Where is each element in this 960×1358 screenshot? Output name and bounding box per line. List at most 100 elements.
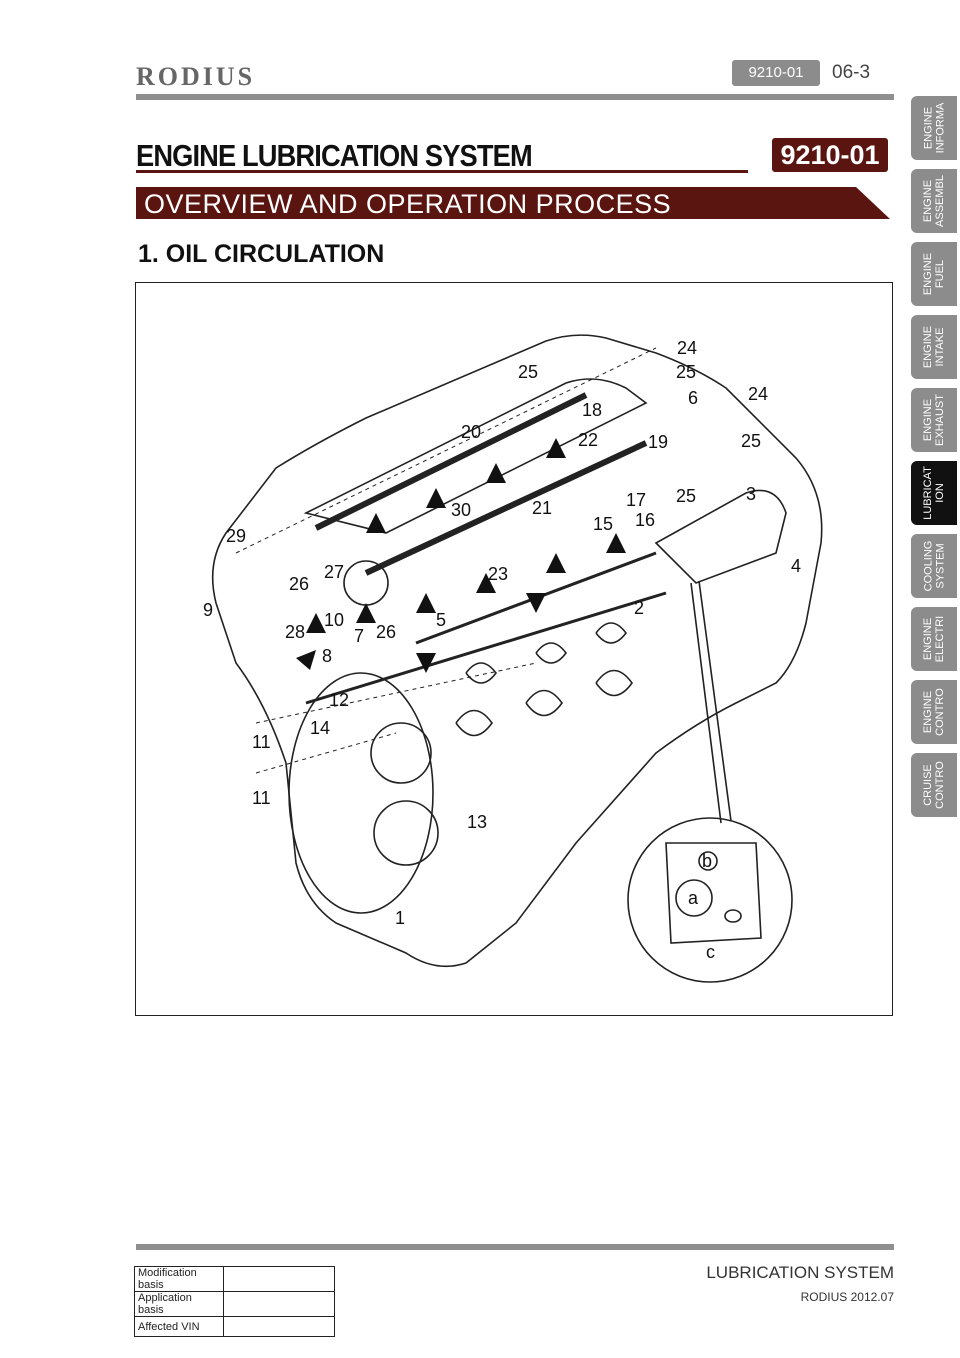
tab-engine-information[interactable]: ENGINE INFORMA — [911, 96, 957, 160]
callout-b: b — [702, 851, 713, 871]
table-value — [223, 1316, 335, 1337]
callout-19: 19 — [648, 432, 669, 452]
block-outline — [211, 334, 823, 968]
tab-label: CRUISE CONTRO — [922, 761, 947, 809]
callout-28: 28 — [285, 622, 306, 642]
title-code-badge: 9210-01 — [772, 138, 888, 172]
callout-10: 10 — [324, 610, 345, 630]
callout-8: 8 — [322, 646, 333, 666]
tab-label: ENGINE ASSEMBL — [922, 175, 946, 227]
crank-throw-4 — [455, 709, 493, 737]
tab-label: ENGINE FUEL — [922, 252, 946, 296]
pulley-1 — [370, 722, 432, 784]
leader-dash-3 — [255, 732, 397, 774]
callout-27: 27 — [324, 562, 345, 582]
callout-14: 14 — [310, 718, 331, 738]
tab-label: ENGINE INFORMA — [922, 102, 947, 154]
callout-3: 3 — [746, 484, 757, 504]
table-row: Application basis — [134, 1291, 335, 1317]
tab-engine-assembly[interactable]: ENGINE ASSEMBL — [911, 169, 957, 233]
tab-label: COOLING SYSTEM — [922, 540, 947, 592]
oil-circulation-figure: 24 25 25 6 24 20 18 22 19 25 25 30 21 17… — [135, 282, 893, 1016]
callout-25b: 25 — [676, 362, 697, 382]
table-label: Application basis — [134, 1291, 224, 1317]
callout-a: a — [688, 888, 699, 908]
oil-flow-arrows — [296, 438, 626, 673]
table-row: Modification basis — [134, 1266, 335, 1292]
detail-port-c — [724, 909, 742, 923]
callout-11a: 11 — [252, 732, 271, 752]
leader-dash-2 — [255, 662, 537, 724]
cam-cover-upper — [303, 378, 648, 534]
section-code-badge: 9210-01 — [732, 60, 820, 86]
section-banner: OVERVIEW AND OPERATION PROCESS — [136, 187, 890, 219]
tab-cruise-control[interactable]: CRUISE CONTRO — [911, 753, 957, 817]
tab-label: ENGINE CONTRO — [922, 688, 947, 736]
tab-lubrication[interactable]: LUBRICAT ION — [911, 461, 957, 525]
callout-20: 20 — [461, 422, 482, 442]
callout-c: c — [706, 942, 715, 962]
callout-25c: 25 — [741, 431, 762, 451]
callout-21: 21 — [532, 498, 553, 518]
engine-illustration — [211, 334, 823, 983]
page-title: ENGINE LUBRICATION SYSTEM — [136, 138, 533, 173]
detail-port-a — [675, 879, 713, 917]
crank-throw-3 — [595, 622, 628, 644]
tab-label: ENGINE ELECTRI — [922, 615, 946, 663]
tab-engine-intake[interactable]: ENGINE INTAKE — [911, 315, 957, 379]
footer-title: LUBRICATION SYSTEM — [706, 1263, 894, 1282]
table-label: Affected VIN — [134, 1316, 224, 1337]
detail-plate — [665, 842, 762, 944]
timing-cover — [288, 672, 434, 914]
footer-divider — [136, 1244, 894, 1250]
callout-6: 6 — [688, 388, 699, 408]
callout-29: 29 — [226, 526, 247, 546]
callout-24b: 24 — [748, 384, 769, 404]
callout-11b: 11 — [252, 788, 271, 808]
callout-1: 1 — [395, 908, 406, 928]
callout-26b: 26 — [376, 622, 397, 642]
tab-cooling-system[interactable]: COOLING SYSTEM — [911, 534, 957, 598]
callout-17: 17 — [626, 490, 647, 510]
detail-port-b — [698, 851, 718, 871]
table-value — [223, 1266, 335, 1292]
table-value — [223, 1291, 335, 1317]
brand-logo: RODIUS — [136, 62, 256, 91]
tab-label: LUBRICAT ION — [922, 466, 946, 520]
pulley-2 — [373, 800, 439, 866]
page-number: 06-3 — [832, 62, 871, 83]
sprocket — [343, 560, 389, 606]
callout-2: 2 — [634, 598, 645, 618]
detail-circle — [627, 817, 793, 983]
callout-5: 5 — [436, 610, 447, 630]
callout-12: 12 — [329, 690, 350, 710]
crank-throw-5 — [525, 689, 563, 717]
tab-engine-electrical[interactable]: ENGINE ELECTRI — [911, 607, 957, 671]
header-divider — [136, 94, 894, 100]
crank-throw-2 — [535, 642, 568, 664]
callout-26a: 26 — [289, 574, 310, 594]
section-title: OVERVIEW AND OPERATION PROCESS — [144, 189, 672, 219]
callout-25d: 25 — [676, 486, 697, 506]
callout-22: 22 — [578, 430, 599, 450]
table-label: Modification basis — [134, 1266, 224, 1292]
detail-leader-b — [698, 580, 732, 822]
leader-dash-1 — [235, 347, 657, 554]
tab-engine-control[interactable]: ENGINE CONTRO — [911, 680, 957, 744]
callout-25a: 25 — [518, 362, 539, 382]
camshaft-lower — [364, 440, 648, 576]
callout-24a: 24 — [677, 338, 698, 358]
tab-engine-fuel[interactable]: ENGINE FUEL — [911, 242, 957, 306]
crank-throw-6 — [595, 669, 633, 697]
section-banner-shape — [136, 187, 890, 219]
tab-engine-exhaust[interactable]: ENGINE EXHAUST — [911, 388, 957, 452]
tab-label: ENGINE INTAKE — [922, 325, 946, 369]
table-row: Affected VIN — [134, 1316, 335, 1337]
callout-30: 30 — [451, 500, 472, 520]
callout-4: 4 — [791, 556, 802, 576]
callout-13: 13 — [467, 812, 488, 832]
callout-7: 7 — [354, 626, 365, 646]
crank-throw-1 — [465, 662, 498, 684]
modification-table: Modification basis Application basis Aff… — [134, 1266, 335, 1337]
tab-label: ENGINE EXHAUST — [922, 394, 946, 446]
